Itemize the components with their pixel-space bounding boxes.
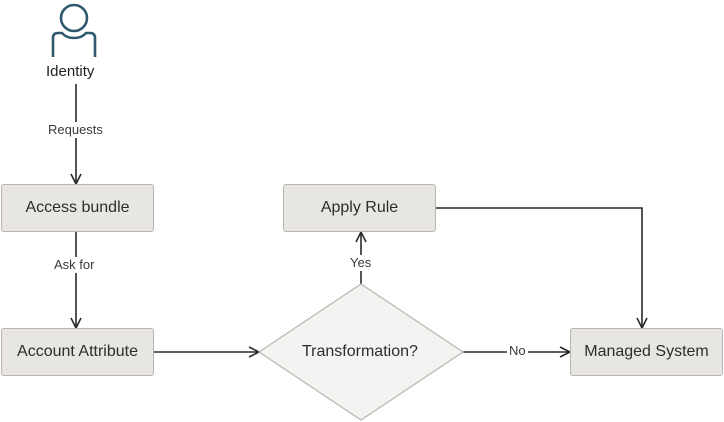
person-icon: [51, 3, 97, 57]
edge-label-yes: Yes: [348, 255, 374, 271]
access-bundle-label: Access bundle: [25, 199, 130, 216]
apply-rule-label: Apply Rule: [320, 199, 399, 216]
account-attribute-label: Account Attribute: [17, 343, 138, 360]
account-attribute-node: Account Attribute: [1, 328, 154, 376]
managed-system-label: Managed System: [584, 343, 709, 360]
edge-label-no: No: [507, 343, 528, 359]
identity-label: Identity: [46, 63, 95, 80]
apply-rule-node: Apply Rule: [283, 184, 436, 232]
edge-label-requests: Requests: [46, 122, 105, 138]
transformation-label: Transformation?: [302, 343, 418, 360]
transformation-diamond: [257, 283, 465, 421]
managed-system-node: Managed System: [570, 328, 723, 376]
edge-apply-rule-to-managed-system: [436, 207, 642, 328]
access-bundle-node: Access bundle: [1, 184, 154, 232]
edge-label-ask-for: Ask for: [52, 257, 97, 273]
